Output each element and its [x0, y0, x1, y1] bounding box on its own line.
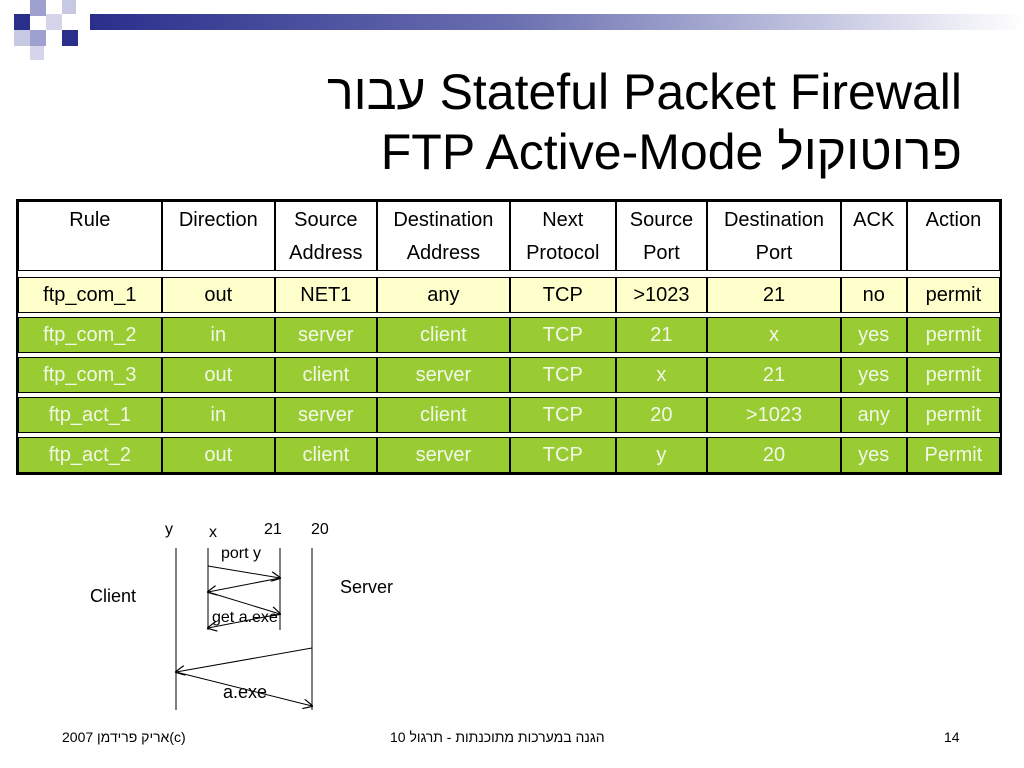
server-label: Server: [340, 577, 394, 597]
cell-source-port: 21: [615, 317, 708, 353]
cell-direction: in: [161, 317, 275, 353]
cell-ack: no: [840, 277, 907, 313]
header-action: Action: [906, 201, 1000, 271]
ftp-sequence-diagram: y x 21 20 port y get a.exe a.exe Client …: [0, 510, 1024, 720]
table-row: ftp_com_1 out NET1 any TCP >1023 21 no p…: [18, 277, 1000, 313]
cell-rule: ftp_com_2: [18, 317, 162, 353]
cell-protocol: TCP: [510, 357, 616, 393]
table-row: ftp_com_3 out client server TCP x 21 yes…: [18, 357, 1000, 393]
cell-direction: out: [161, 277, 275, 313]
cell-source-address: server: [274, 317, 377, 353]
cell-action: Permit: [906, 437, 1000, 473]
cell-direction: in: [161, 397, 275, 433]
cell-direction: out: [161, 357, 275, 393]
title-line-1: עבור Stateful Packet Firewall: [326, 64, 962, 120]
header-direction: Direction: [161, 201, 275, 271]
table-row: ftp_com_2 in server client TCP 21 x yes …: [18, 317, 1000, 353]
cell-action: permit: [906, 277, 1000, 313]
cell-source-port: 20: [615, 397, 708, 433]
arrow-port-command: [207, 565, 280, 578]
cell-ack: any: [840, 397, 907, 433]
header-ack: ACK: [840, 201, 907, 271]
cell-destination-address: any: [376, 277, 511, 313]
cell-destination-port: 20: [707, 437, 841, 473]
cell-destination-address: client: [376, 397, 511, 433]
cell-source-port: y: [615, 437, 708, 473]
arrow-data-ack: [175, 671, 312, 706]
cell-direction: out: [161, 437, 275, 473]
cell-destination-port: 21: [707, 277, 841, 313]
cell-source-port: >1023: [615, 277, 708, 313]
cell-ack: yes: [840, 437, 907, 473]
cell-destination-address: server: [376, 357, 511, 393]
file-message: a.exe: [223, 682, 268, 702]
cell-source-address: client: [274, 357, 377, 393]
cell-source-address: client: [274, 437, 377, 473]
arrow-data-transfer: [176, 647, 313, 672]
cell-action: permit: [906, 357, 1000, 393]
cell-protocol: TCP: [510, 277, 616, 313]
cell-action: permit: [906, 397, 1000, 433]
port-21-label: 21: [264, 521, 282, 538]
cell-action: permit: [906, 317, 1000, 353]
port-x-label: x: [209, 524, 217, 541]
arrow-get-command: [207, 591, 280, 614]
cell-source-port: x: [615, 357, 708, 393]
cell-source-address: NET1: [274, 277, 377, 313]
port-y-message: port y: [221, 545, 262, 562]
cell-protocol: TCP: [510, 317, 616, 353]
cell-destination-address: client: [376, 317, 511, 353]
page-number: 14: [944, 729, 960, 745]
cell-ack: yes: [840, 357, 907, 393]
cell-rule: ftp_act_1: [18, 397, 162, 433]
port-20-label: 20: [311, 521, 329, 538]
cell-destination-port: x: [707, 317, 841, 353]
cell-destination-port: >1023: [707, 397, 841, 433]
cell-protocol: TCP: [510, 397, 616, 433]
title-line-2: FTP Active-Mode פרוטוקול: [380, 124, 962, 180]
cell-destination-address: server: [376, 437, 511, 473]
get-message: get a.exe: [212, 609, 278, 626]
slide-title: עבור Stateful Packet Firewall FTP Active…: [40, 62, 962, 182]
cell-destination-port: 21: [707, 357, 841, 393]
port-y-label: y: [165, 521, 173, 538]
table-row: ftp_act_1 in server client TCP 20 >1023 …: [18, 397, 1000, 433]
footer-course-title: הגנה במערכות מתוכנתות - תרגול 10: [390, 729, 605, 745]
cell-source-address: server: [274, 397, 377, 433]
client-label: Client: [90, 586, 137, 606]
cell-rule: ftp_com_1: [18, 277, 162, 313]
arrow-get-ack: [208, 613, 281, 628]
cell-rule: ftp_com_3: [18, 357, 162, 393]
cell-ack: yes: [840, 317, 907, 353]
footer-copyright: 2007 אריק פרידמן(c): [62, 729, 186, 745]
arrow-port-ack: [208, 577, 281, 592]
sequence-diagram-lines: [0, 548, 1024, 710]
cell-protocol: TCP: [510, 437, 616, 473]
table-row: ftp_act_2 out client server TCP y 20 yes…: [18, 437, 1000, 473]
header-gradient-bar: [90, 14, 1024, 30]
header-rule: Rule: [18, 201, 162, 271]
cell-rule: ftp_act_2: [18, 437, 162, 473]
